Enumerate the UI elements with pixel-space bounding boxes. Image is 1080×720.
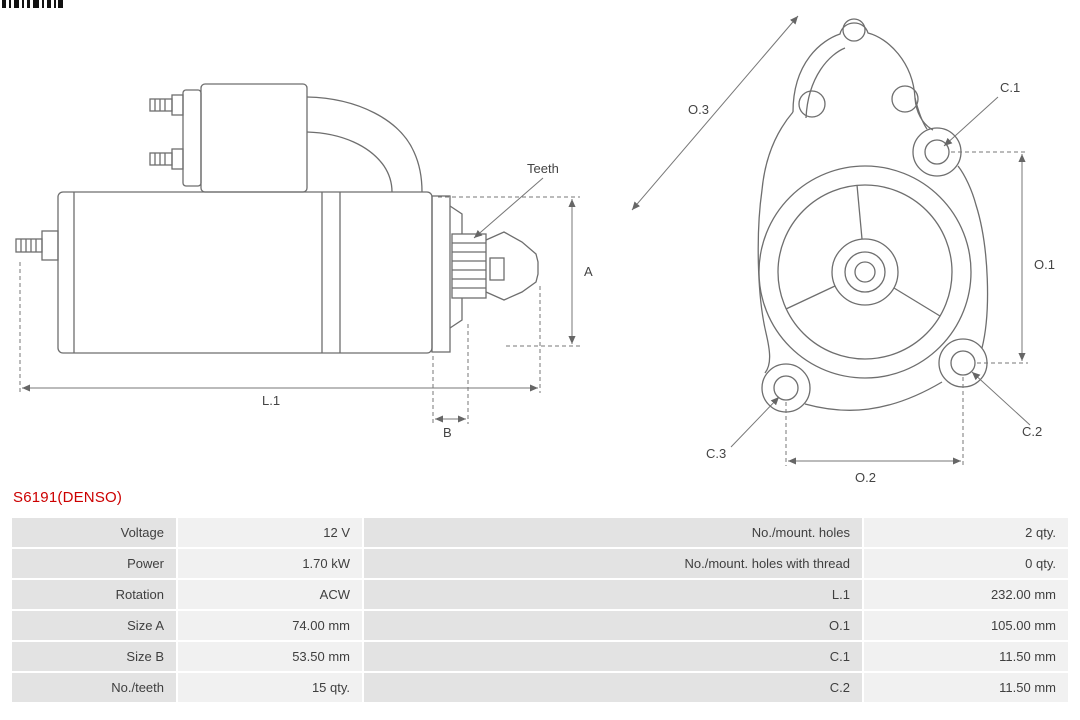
pinion-gear xyxy=(451,233,487,299)
table-row: Rotation ACW L.1 232.00 mm xyxy=(12,580,1068,609)
dim-o3-line xyxy=(631,15,799,211)
label-o2: O.2 xyxy=(855,470,876,485)
hole-c1 xyxy=(924,139,950,165)
spec-value: 11.50 mm xyxy=(864,673,1068,702)
c3-leader-line xyxy=(730,396,780,448)
flange-right-edge xyxy=(957,165,989,349)
table-row: Voltage 12 V No./mount. holes 2 qty. xyxy=(12,518,1068,547)
top-arch xyxy=(792,22,934,131)
spec-value: 0 qty. xyxy=(864,549,1068,578)
spec-label: No./mount. holes with thread xyxy=(364,549,862,578)
label-c2: C.2 xyxy=(1022,424,1042,439)
table-row: Power 1.70 kW No./mount. holes with thre… xyxy=(12,549,1068,578)
label-o3: O.3 xyxy=(688,102,709,117)
barcode-fragment xyxy=(2,0,63,8)
table-row: No./teeth 15 qty. C.2 11.50 mm xyxy=(12,673,1068,702)
spec-table: Voltage 12 V No./mount. holes 2 qty. Pow… xyxy=(10,516,1070,704)
part-number: S6191(DENSO) xyxy=(13,489,123,506)
hole-c2 xyxy=(950,350,976,376)
spec-value: 1.70 kW xyxy=(178,549,362,578)
spec-label: Size A xyxy=(12,611,176,640)
hub xyxy=(831,238,899,306)
spec-label: L.1 xyxy=(364,580,862,609)
label-o1: O.1 xyxy=(1034,257,1055,272)
spec-label: No./teeth xyxy=(12,673,176,702)
spec-label: No./mount. holes xyxy=(364,518,862,547)
spec-label: Rotation xyxy=(12,580,176,609)
drive-end xyxy=(431,195,539,353)
spec-value: 74.00 mm xyxy=(178,611,362,640)
drawing-labels: Teeth A L.1 B O.3 C.1 O.1 C.3 C.2 O.2 xyxy=(262,80,1055,485)
spec-value: 2 qty. xyxy=(864,518,1068,547)
side-view-dimensions xyxy=(19,177,580,424)
c1-leader-line xyxy=(943,96,999,147)
spec-value: 105.00 mm xyxy=(864,611,1068,640)
label-l1: L.1 xyxy=(262,393,280,408)
label-c1: C.1 xyxy=(1000,80,1020,95)
spec-label: C.2 xyxy=(364,673,862,702)
spec-value: ACW xyxy=(178,580,362,609)
label-b: B xyxy=(443,425,452,440)
teeth-leader-line xyxy=(473,177,544,239)
side-view xyxy=(15,83,539,354)
label-c3: C.3 xyxy=(706,446,726,461)
front-view-dimensions xyxy=(631,15,1031,466)
yoke-outline xyxy=(306,96,423,193)
label-a: A xyxy=(584,264,593,279)
side-left-stud xyxy=(15,230,59,261)
spec-value: 11.50 mm xyxy=(864,642,1068,671)
hole-c3 xyxy=(773,375,799,401)
flange-bottom-edge xyxy=(804,381,943,411)
technical-drawing: Teeth A L.1 B O.3 C.1 O.1 C.3 C.2 O.2 xyxy=(2,0,1055,485)
spec-value: 15 qty. xyxy=(178,673,362,702)
spec-label: Voltage xyxy=(12,518,176,547)
spec-label: Power xyxy=(12,549,176,578)
spec-value: 53.50 mm xyxy=(178,642,362,671)
spec-label: C.1 xyxy=(364,642,862,671)
solenoid xyxy=(149,83,308,193)
spec-value: 232.00 mm xyxy=(864,580,1068,609)
spec-label: O.1 xyxy=(364,611,862,640)
motor-body xyxy=(57,191,433,354)
table-row: Size B 53.50 mm C.1 11.50 mm xyxy=(12,642,1068,671)
label-teeth: Teeth xyxy=(527,161,559,176)
flange-outer-circle xyxy=(758,165,972,379)
table-row: Size A 74.00 mm O.1 105.00 mm xyxy=(12,611,1068,640)
spec-value: 12 V xyxy=(178,518,362,547)
c2-leader-line xyxy=(971,371,1031,426)
front-view xyxy=(757,18,989,413)
spec-label: Size B xyxy=(12,642,176,671)
